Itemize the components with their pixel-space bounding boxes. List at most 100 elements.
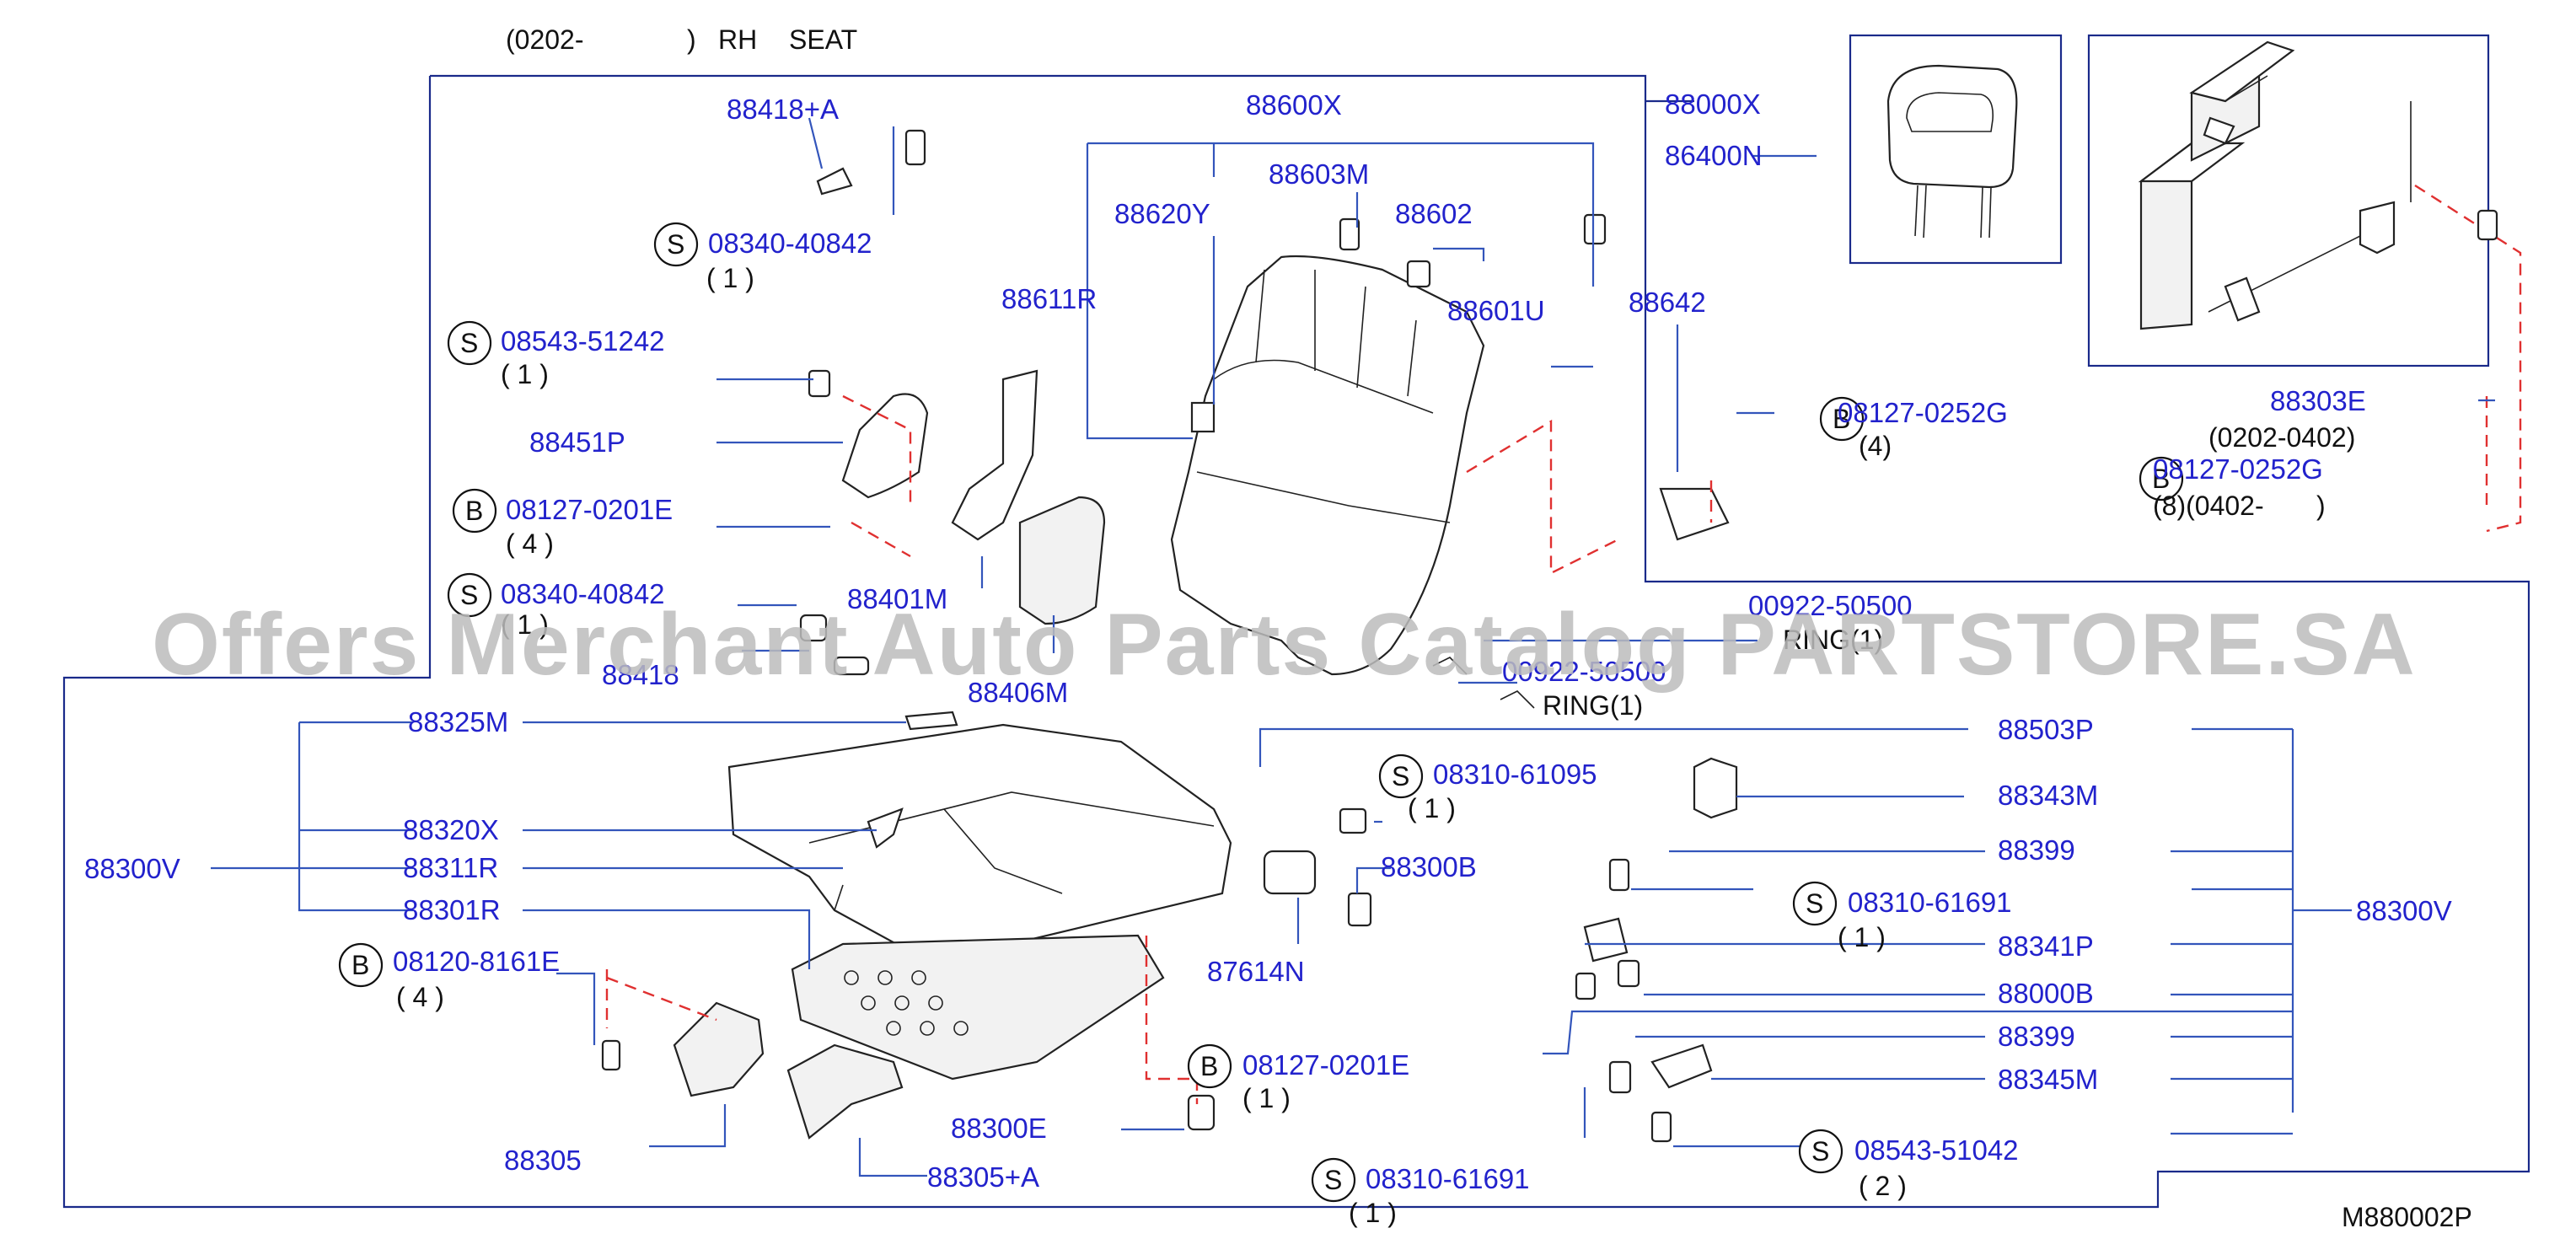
qty-1-a: ( 1 ) [706,263,754,293]
qty-4-c: ( 4 ) [396,982,444,1012]
callout-88418[interactable]: 88418 [602,659,679,690]
callout-88600X[interactable]: 88600X [1246,89,1342,121]
bolt-drawings [601,129,2498,1143]
leader-lines [211,117,2495,1177]
callout-88311R[interactable]: 88311R [403,852,498,883]
callout-88343M[interactable]: 88343M [1998,780,2098,811]
header-range-close: ) [687,24,696,55]
symbol-s-08340-top [653,222,699,267]
callout-08543-51042[interactable]: 08543-51042 [1854,1134,2019,1166]
symbol-s-08310-61095 [1378,754,1424,799]
callout-88300B[interactable]: 88300B [1381,851,1477,882]
seat-cushion-drawing [727,711,1232,1081]
symbol-b-label: B [352,950,369,980]
symbol-s-label: S [1324,1165,1342,1195]
header-side: RH [718,24,757,55]
callout-88406M[interactable]: 88406M [968,677,1068,708]
callout-labels[interactable]: 88418+A 08340-40842 ( 1 ) 08543-51242 ( … [84,88,2452,1228]
callout-88602[interactable]: 88602 [1395,198,1473,229]
symbol-b-label: B [465,496,483,526]
symbol-b-label: B [1833,404,1850,434]
callout-88611R[interactable]: 88611R [1001,283,1097,314]
headrest-inset-box [1849,34,2063,265]
seat-bracket-drawing [2138,40,2412,330]
qty-1-c: ( 1 ) [501,609,549,640]
callout-88603M[interactable]: 88603M [1269,158,1369,190]
callout-08127-0252G-right[interactable]: 08127-0252G [2153,453,2323,485]
cushion-tag [904,711,958,731]
hidden-line-seatback [1466,419,1619,575]
callout-88399-b[interactable]: 88399 [1998,1021,2075,1052]
callout-ring-code-a[interactable]: 00922-50500 [1748,590,1913,621]
symbol-b-08127-0252G-mid [1819,396,1865,442]
callout-08310-61691-right[interactable]: 08310-61691 [1848,887,2012,918]
callout-86400N[interactable]: 86400N [1665,140,1763,171]
symbol-s-label: S [460,580,478,610]
main-frame-outline [62,74,2530,1209]
qty-1-f: ( 1 ) [1349,1198,1397,1228]
symbol-s-08310-61691-right [1792,881,1838,926]
callout-88341P[interactable]: 88341P [1998,931,2094,962]
symbol-b-08127-0201E [452,488,497,534]
callout-88305A[interactable]: 88305+A [927,1161,1039,1193]
callout-88418A[interactable]: 88418+A [727,94,839,125]
callout-08543-51242[interactable]: 08543-51242 [501,325,665,357]
callout-08127-0201E-left[interactable]: 08127-0201E [506,494,673,525]
callout-88451P[interactable]: 88451P [529,426,625,458]
qty-1-e: ( 1 ) [1242,1083,1291,1113]
callout-88601U[interactable]: 88601U [1447,295,1545,326]
callout-88301R[interactable]: 88301R [403,894,501,925]
symbol-s-label: S [1392,761,1409,791]
symbol-s-08340-mid [447,572,492,618]
callout-87614N[interactable]: 87614N [1207,956,1305,987]
qty-8-range-close: ) [2316,491,2326,521]
callout-88503P[interactable]: 88503P [1998,714,2094,745]
hidden-line-bracket [2414,184,2522,533]
callout-88305[interactable]: 88305 [504,1145,582,1176]
callout-88620Y[interactable]: 88620Y [1114,198,1210,229]
callout-88399-a[interactable]: 88399 [1998,834,2075,866]
diagram-code: M880002P [2342,1202,2472,1232]
symbol-b-08120-8161E [338,942,384,988]
callout-08310-61095[interactable]: 08310-61095 [1433,759,1597,790]
callout-88000B[interactable]: 88000B [1998,978,2094,1009]
symbol-s-label: S [1811,1136,1829,1167]
ring-b-label: RING(1) [1543,690,1643,721]
header-title: SEAT [789,24,857,55]
hidden-line-bolt [851,521,911,558]
symbol-s-label: S [667,229,684,260]
callout-88320X[interactable]: 88320X [403,814,499,845]
callout-88000X[interactable]: 88000X [1665,88,1761,120]
callout-88345M[interactable]: 88345M [1998,1064,2098,1095]
callout-88401M[interactable]: 88401M [847,583,947,614]
callout-08127-0252G-mid[interactable]: 08127-0252G [1838,397,2008,428]
hidden-line-floor-bracket [606,976,717,1022]
callout-88300E[interactable]: 88300E [951,1113,1047,1144]
qty-8-range: (8)(0402- [2153,491,2264,521]
callout-88325M[interactable]: 88325M [408,706,508,737]
range-0202-0402: (0202-0402) [2208,422,2355,453]
qty-4-a: ( 4 ) [506,528,554,559]
callout-88642[interactable]: 88642 [1629,287,1706,318]
callout-08127-0201E-bottom[interactable]: 08127-0201E [1242,1049,1409,1081]
seatback-tag [1190,401,1216,433]
callout-08120-8161E[interactable]: 08120-8161E [393,946,560,977]
callout-ring-code-b[interactable]: 00922-50500 [1502,656,1666,687]
callout-08340-40842-mid[interactable]: 08340-40842 [501,578,665,609]
recliner-plate-drawing [841,369,1106,625]
qty-1-g: ( 1 ) [1838,922,1886,952]
header-range: (0202- [506,24,584,55]
symbol-s-08543-51242 [447,320,492,366]
symbol-b-label: B [1200,1051,1218,1081]
callout-08340-40842-top[interactable]: 08340-40842 [708,228,872,259]
symbol-s-08310-61691-bottom [1311,1157,1356,1203]
symbol-s-label: S [460,328,478,358]
callout-08310-61691-bottom[interactable]: 08310-61691 [1366,1163,1530,1194]
callout-88300V-left[interactable]: 88300V [84,853,180,884]
watermark-text: Offers Merchant Auto Parts Catalog PARTS… [152,596,2417,694]
bracket-inset-box [2087,34,2490,367]
callout-88303E[interactable]: 88303E [2270,385,2366,416]
callout-88300V-right[interactable]: 88300V [2356,895,2452,926]
qty-1-b: ( 1 ) [501,359,549,389]
